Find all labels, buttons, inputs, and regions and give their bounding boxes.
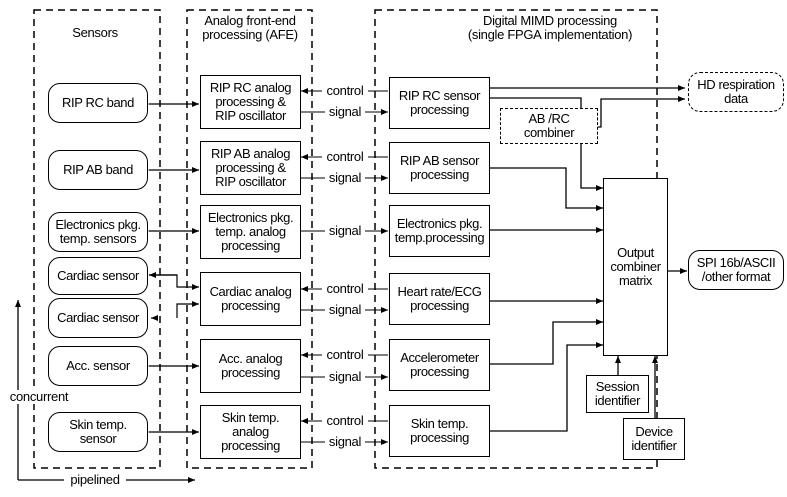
combiner-label: AB /RC	[529, 112, 570, 126]
sensor-skin-temp: Skin temp. sensor	[48, 412, 148, 452]
matrix-label: Output	[617, 246, 654, 260]
afe-label: processing &	[215, 95, 285, 109]
device-identifier: Device identifier	[623, 418, 685, 460]
matrix-label: combiner	[610, 260, 660, 274]
control-label: control	[322, 150, 368, 164]
signal-label: signal	[325, 435, 365, 449]
control-label: control	[322, 348, 368, 362]
sensor-cardiac-1: Cardiac sensor	[48, 257, 148, 295]
afe-title-line2: processing (AFE)	[190, 28, 310, 42]
control-label: control	[322, 414, 368, 428]
afe-rip-ab: RIP AB analog processing & RIP oscillato…	[200, 141, 301, 195]
output-label: /other format	[702, 270, 771, 284]
afe-label: Cardiac analog	[210, 285, 292, 299]
signal-label: signal	[325, 171, 365, 185]
ab-rc-combiner: AB /RC combiner	[500, 108, 598, 144]
afe-title-line1: Analog front-end	[190, 14, 310, 28]
signal-label: signal	[325, 105, 365, 119]
afe-acc: Acc. analog processing	[200, 339, 301, 393]
device-label: identifier	[631, 439, 676, 453]
afe-title: Analog front-end processing (AFE)	[190, 14, 310, 42]
sensor-label: temp. sensors	[60, 232, 136, 246]
digital-label: processing	[410, 431, 469, 445]
output-combiner-matrix: Output combiner matrix	[603, 178, 668, 356]
afe-label: processing	[221, 366, 280, 380]
session-label: identifier	[595, 394, 640, 408]
digital-accelerometer: Accelerometer processing	[389, 339, 490, 391]
digital-rip-ab: RIP AB sensor processing	[389, 142, 490, 194]
control-label: control	[322, 282, 368, 296]
matrix-label: matrix	[619, 274, 652, 288]
afe-elec-temp: Electronics pkg. temp. analog processing	[200, 205, 301, 259]
output-label: SPI 16b/ASCII	[697, 256, 776, 270]
sensor-label: RIP AB band	[63, 163, 133, 177]
digital-label: processing	[410, 103, 469, 117]
sensor-label: Cardiac sensor	[57, 269, 139, 283]
sensor-cardiac-2: Cardiac sensor	[48, 298, 148, 338]
link-cardiac-2	[177, 304, 199, 318]
afe-label: processing &	[215, 161, 285, 175]
sensor-label: Electronics pkg.	[55, 218, 140, 232]
signal-label: signal	[325, 224, 365, 238]
digital-label: Heart rate/ECG	[398, 285, 482, 299]
digital-rip-rc: RIP RC sensor processing	[389, 77, 490, 129]
digital-label: Skin temp.	[411, 417, 468, 431]
afe-label: analog	[232, 425, 269, 439]
afe-label: Skin temp.	[222, 411, 279, 425]
afe-rip-rc: RIP RC analog processing & RIP oscillato…	[200, 75, 301, 129]
digital-skin-temp: Skin temp. processing	[389, 405, 490, 457]
spi-output: SPI 16b/ASCII /other format	[688, 250, 784, 290]
output-label: HD respiration	[697, 78, 775, 92]
sensor-label: Skin temp.	[69, 418, 126, 432]
afe-label: processing	[221, 439, 280, 453]
digital-label: processing	[410, 168, 469, 182]
afe-cardiac: Cardiac analog processing	[200, 272, 301, 326]
afe-label: temp. analog	[215, 225, 285, 239]
afe-label: Acc. analog	[219, 352, 283, 366]
afe-label: Electronics pkg.	[208, 211, 293, 225]
concurrent-label: concurrent	[6, 390, 72, 404]
afe-skin-temp: Skin temp. analog processing	[200, 405, 301, 459]
digital-heart-rate: Heart rate/ECG processing	[389, 273, 490, 325]
sensor-label: Acc. sensor	[66, 359, 130, 373]
combiner-label: combiner	[524, 126, 574, 140]
sensor-rip-rc-band: RIP RC band	[48, 83, 148, 123]
digital-title-line2: (single FPGA implementation)	[440, 28, 660, 42]
digital-elec-temp: Electronics pkg. temp.processing	[389, 205, 490, 257]
afe-label: processing	[221, 299, 280, 313]
link-cardiac-1	[149, 275, 199, 287]
digital-label: Accelerometer	[400, 351, 479, 365]
afe-label: RIP RC analog	[210, 81, 291, 95]
sensor-electronics-temp: Electronics pkg. temp. sensors	[48, 212, 148, 252]
output-label: data	[724, 92, 748, 106]
sensor-rip-ab-band: RIP AB band	[48, 150, 148, 190]
digital-title-line1: Digital MIMD processing	[440, 14, 660, 28]
sensor-label: sensor	[80, 432, 117, 446]
digital-label: temp.processing	[395, 231, 484, 245]
afe-label: processing	[221, 239, 280, 253]
digital-label: Electronics pkg.	[397, 217, 482, 231]
sensor-label: RIP RC band	[62, 96, 134, 110]
digital-label: RIP AB sensor	[400, 154, 479, 168]
afe-label: RIP oscillator	[215, 175, 286, 189]
digital-label: processing	[410, 299, 469, 313]
control-label: control	[322, 84, 368, 98]
digital-label: processing	[410, 365, 469, 379]
signal-label: signal	[325, 370, 365, 384]
afe-label: RIP AB analog	[211, 147, 290, 161]
afe-label: RIP oscillator	[215, 109, 286, 123]
digital-label: RIP RC sensor	[399, 89, 480, 103]
pipelined-label: pipelined	[64, 473, 126, 487]
digital-title: Digital MIMD processing (single FPGA imp…	[440, 14, 660, 42]
hd-respiration-output: HD respiration data	[688, 72, 784, 112]
device-label: Device	[635, 425, 672, 439]
session-identifier: Session identifier	[586, 375, 649, 413]
session-label: Session	[596, 380, 639, 394]
signal-label: signal	[325, 303, 365, 317]
sensor-acc: Acc. sensor	[48, 346, 148, 386]
sensors-title: Sensors	[60, 26, 130, 40]
sensor-label: Cardiac sensor	[57, 311, 139, 325]
